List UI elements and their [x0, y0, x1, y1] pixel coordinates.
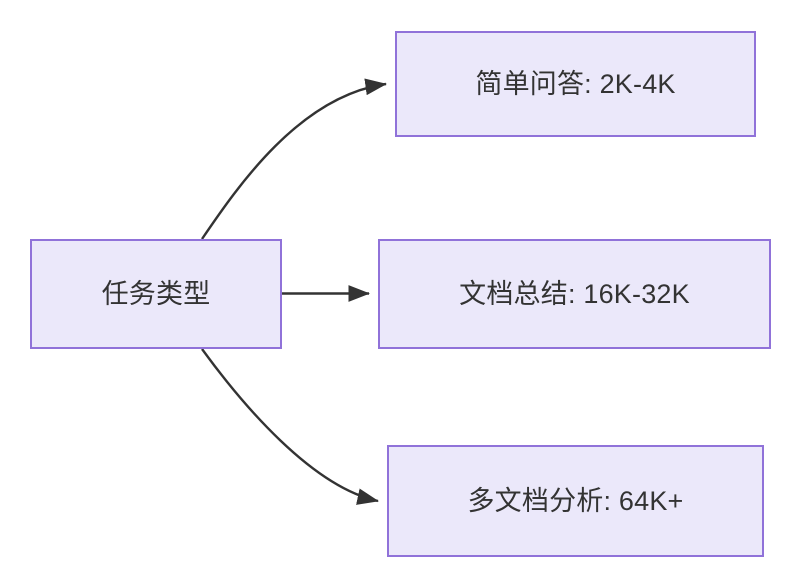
- node-task-type-label: 任务类型: [101, 278, 211, 309]
- node-multi-document-analysis[interactable]: 多文档分析: 64K+: [387, 445, 764, 557]
- edge-root-to-simple-qa: [201, 78, 387, 240]
- node-document-summary-label: 文档总结: 16K-32K: [459, 278, 690, 309]
- node-document-summary[interactable]: 文档总结: 16K-32K: [378, 239, 771, 349]
- edge-root-to-multi-doc: [201, 348, 379, 505]
- node-simple-qa-label: 简单问答: 2K-4K: [475, 68, 676, 99]
- node-multi-document-analysis-label: 多文档分析: 64K+: [467, 485, 684, 516]
- node-simple-qa[interactable]: 简单问答: 2K-4K: [395, 31, 756, 137]
- node-task-type[interactable]: 任务类型: [30, 239, 282, 349]
